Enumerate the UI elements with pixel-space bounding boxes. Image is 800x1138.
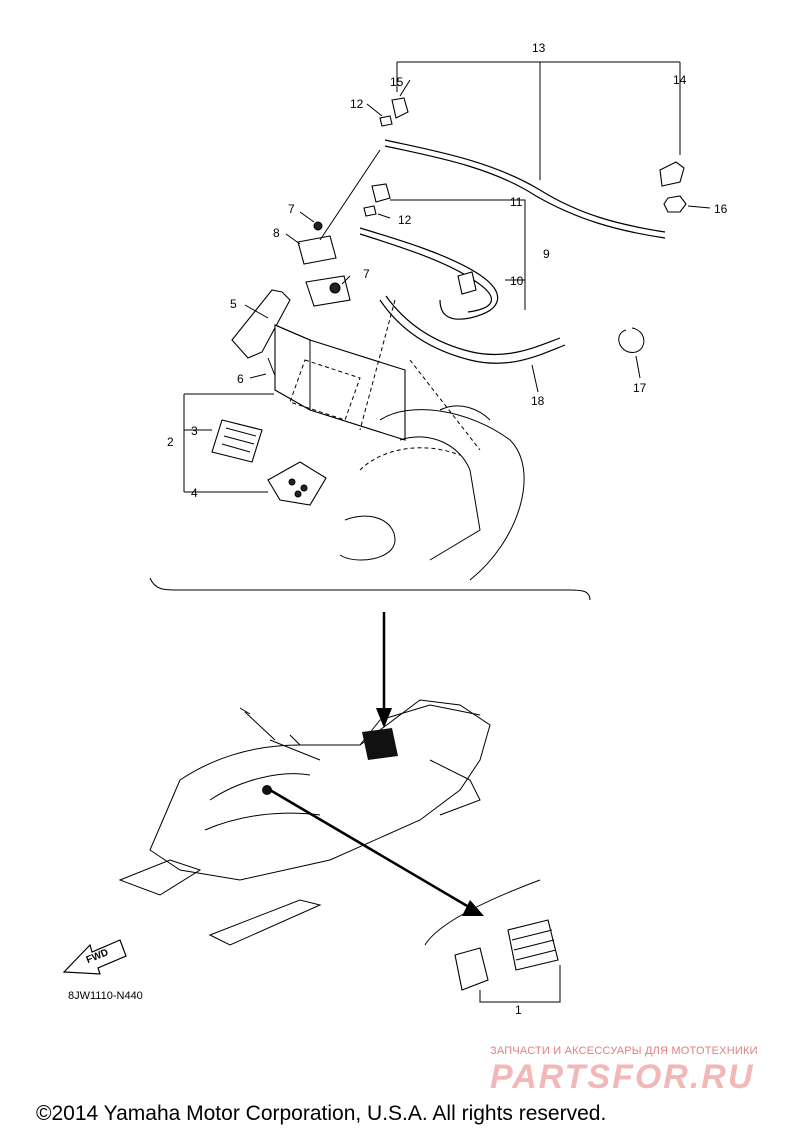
socket-nut: [454, 947, 489, 991]
callout-12b: 12: [398, 213, 412, 227]
socket-location-mark: [262, 785, 272, 795]
clamp-plate: [305, 275, 351, 307]
battery-kit-4: [267, 461, 327, 506]
leader-2: [183, 393, 274, 493]
right-ski: [208, 899, 322, 946]
terminal-cover-10: [457, 271, 477, 295]
battery-label-3: [211, 419, 263, 463]
left-ski: [118, 859, 202, 896]
callout-11: 11: [510, 195, 523, 209]
callout-1: 1: [515, 1003, 522, 1017]
bolt-12b: [363, 205, 377, 217]
callout-7b: 7: [363, 267, 370, 281]
detail-frame: [149, 577, 591, 601]
callout-12a: 12: [350, 97, 364, 111]
bracket-plate-8: [297, 235, 337, 265]
battery-bracket-5: [231, 289, 291, 359]
cable-18: [379, 299, 566, 364]
callout-6: 6: [237, 372, 244, 386]
callout-5: 5: [230, 297, 237, 311]
socket-detail-frame: [424, 879, 541, 946]
battery-location-mark: [362, 728, 398, 760]
negative-cable: [359, 227, 499, 320]
leader-1: [479, 965, 561, 1003]
callout-13: 13: [532, 41, 546, 55]
callout-17: 17: [633, 381, 647, 395]
callout-9: 9: [543, 247, 550, 261]
callout-15: 15: [390, 75, 404, 89]
callout-14: 14: [673, 73, 687, 87]
callout-7a: 7: [288, 202, 295, 216]
watermark-brand: PARTSFOR.RU: [490, 1058, 755, 1096]
terminal-cover-11: [371, 183, 391, 203]
terminal-cover-15: [391, 97, 409, 119]
copyright-footer: ©2014 Yamaha Motor Corporation, U.S.A. A…: [36, 1102, 607, 1125]
watermark-tagline: ЗАПЧАСТИ И АКСЕССУАРЫ ДЛЯ МОТОТЕХНИКИ: [490, 1045, 758, 1057]
leader-13: [396, 61, 681, 180]
socket-detail: [424, 879, 561, 1003]
callout-2: 2: [167, 435, 174, 449]
callout-4: 4: [191, 486, 198, 500]
callout-18: 18: [531, 394, 545, 408]
callout-10: 10: [510, 274, 524, 288]
terminal-cover-14: [659, 161, 685, 187]
socket-arrow: [269, 788, 475, 912]
callout-16: 16: [714, 202, 728, 216]
snowmobile-overview: [118, 699, 491, 946]
nut-7a: [313, 221, 323, 231]
band-17: [618, 327, 645, 353]
callout-8: 8: [273, 226, 280, 240]
battery: [274, 324, 406, 441]
fwd-arrow-icon: FWD: [62, 939, 127, 975]
leader-9: [390, 199, 526, 310]
nut-7b: [329, 282, 341, 294]
nut-16: [663, 195, 687, 213]
diagram-code: 8JW1110-N440: [68, 990, 143, 1002]
positive-cable: [384, 139, 666, 233]
snowmobile-body: [149, 699, 491, 881]
callout-3: 3: [191, 424, 198, 438]
bolt-12a: [379, 115, 393, 127]
battery-detail-group: [149, 61, 711, 601]
